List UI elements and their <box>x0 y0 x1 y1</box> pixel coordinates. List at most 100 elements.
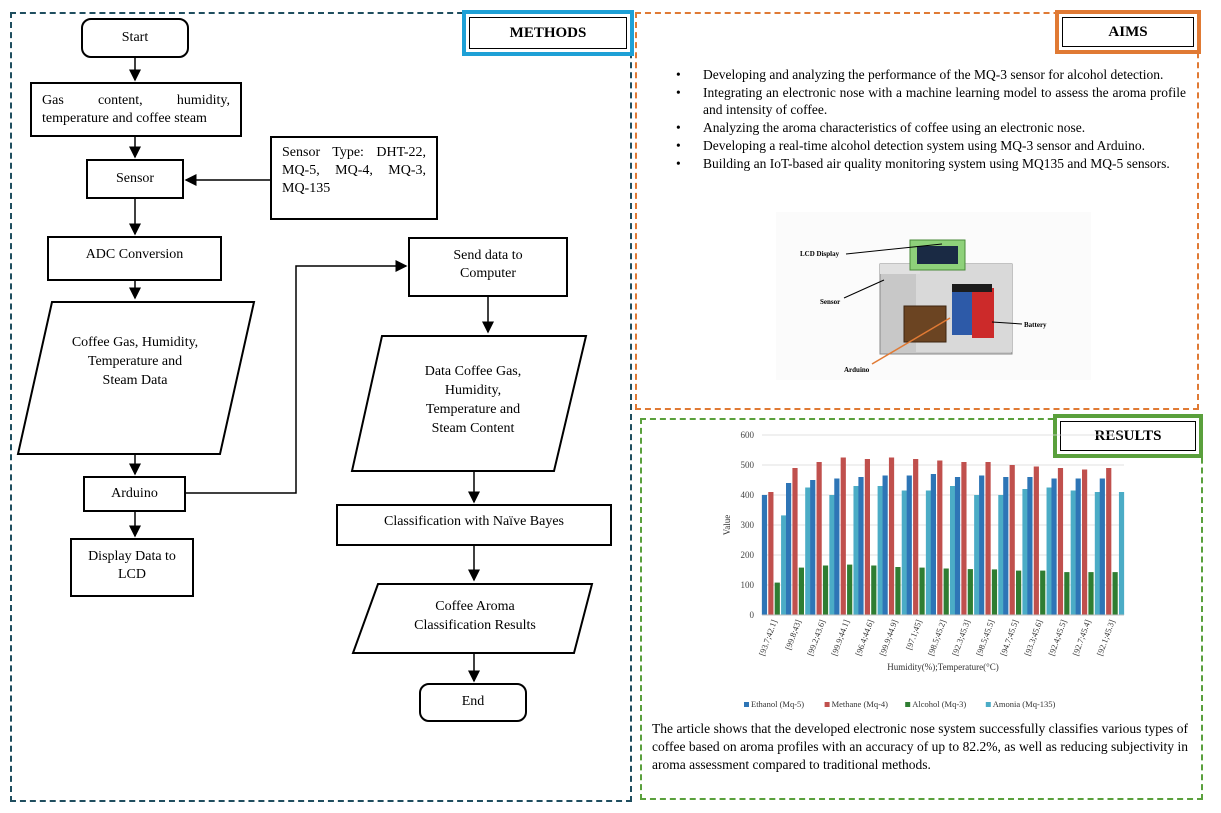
bar <box>895 567 901 615</box>
bar <box>888 457 895 615</box>
y-tick-label: 300 <box>741 520 755 530</box>
legend-swatch <box>744 702 749 707</box>
sensor-node: Sensor <box>86 159 184 199</box>
x-tick-label: [99.9;44.9] <box>877 618 899 657</box>
bar <box>1016 570 1022 615</box>
bar <box>1027 477 1033 615</box>
x-tick-label: [93.3;45.6] <box>1022 618 1044 657</box>
bar <box>906 475 912 615</box>
bar <box>1082 469 1088 615</box>
x-tick-label: [99.9;44.1] <box>829 618 851 657</box>
device-illustration: LCD Display Sensor Battery Arduino <box>776 212 1091 380</box>
results-panel <box>640 418 1203 800</box>
aims-panel <box>635 12 1199 410</box>
x-tick-label: [92.7;45.4] <box>1070 618 1092 657</box>
classification-node: Classification with Naïve Bayes <box>336 504 612 546</box>
send-node: Send data to Computer <box>408 237 568 297</box>
bar <box>961 462 967 615</box>
bar <box>1099 478 1105 615</box>
bar <box>991 569 998 615</box>
bar <box>1118 492 1125 615</box>
bar <box>1088 572 1094 615</box>
coffee-data-label: Coffee Gas, Humidity, Temperature and St… <box>71 335 199 388</box>
bar <box>974 495 980 615</box>
bar <box>834 478 840 615</box>
bar <box>840 457 846 615</box>
bar <box>853 486 859 615</box>
bar <box>1112 572 1118 615</box>
y-tick-label: 500 <box>741 460 755 470</box>
x-tick-label: [92.4;45.5] <box>1046 618 1068 657</box>
bar <box>950 486 956 615</box>
aims-item: Analyzing the aroma characteristics of c… <box>676 119 1186 136</box>
bar <box>901 490 907 615</box>
bar <box>877 486 883 615</box>
y-tick-label: 0 <box>750 610 755 620</box>
bar <box>1046 487 1052 615</box>
bar <box>822 565 829 615</box>
results-text: The article shows that the developed ele… <box>652 721 1188 772</box>
bar <box>913 459 919 615</box>
aims-list: Developing and analyzing the performance… <box>676 66 1186 173</box>
bar <box>847 564 853 615</box>
x-tick-label: [97.1;45] <box>904 618 924 651</box>
bar <box>1094 492 1100 615</box>
sensor-type-box: Sensor Type: DHT-22, MQ-5, MQ-4, MQ-3, M… <box>270 136 438 220</box>
coffee-data2-label: Data Coffee Gas, Humidity, Temperature a… <box>424 364 522 436</box>
bar <box>1070 490 1076 615</box>
result-label: Coffee Aroma Classification Results <box>414 599 536 633</box>
bar <box>1003 477 1009 615</box>
bar <box>1106 468 1112 615</box>
coffee-data2-shape <box>350 335 588 472</box>
aims-title: AIMS <box>1055 10 1201 54</box>
results-chart: 0100200300400500600Value[93.7;42.1][99.8… <box>722 430 1125 709</box>
display-node: Display Data to LCD <box>70 538 194 597</box>
aims-item: Integrating an electronic nose with a ma… <box>676 84 1186 118</box>
bar <box>930 474 936 615</box>
bar <box>781 515 787 615</box>
results-title: RESULTS <box>1053 414 1203 458</box>
bar <box>998 495 1004 615</box>
bar <box>786 483 792 615</box>
x-tick-label: [92.3;45.3] <box>950 618 972 657</box>
legend-label: Ethanol (Mq-5) <box>751 699 804 709</box>
sensor-label: Sensor <box>820 298 840 306</box>
x-tick-label: [94.7;45.5] <box>998 618 1020 657</box>
legend-label: Alcohol (Mq-3) <box>912 699 966 709</box>
aims-item: Building an IoT-based air quality monito… <box>676 155 1186 172</box>
bar <box>882 475 888 615</box>
coffee-data-shape <box>16 301 256 455</box>
legend-label: Methane (Mq-4) <box>832 699 889 709</box>
bar <box>798 567 804 615</box>
x-tick-label: [98.5;45.2] <box>926 618 948 657</box>
bar <box>943 568 949 615</box>
x-tick-label: [96.4;44.6] <box>853 618 875 657</box>
input-node: Gas content, humidity, temperature and c… <box>30 82 242 137</box>
bar <box>1009 465 1015 615</box>
result-shape <box>351 583 594 654</box>
bar <box>792 468 798 615</box>
methods-panel <box>10 12 632 802</box>
legend-label: Amonia (Mq-135) <box>993 699 1056 709</box>
arduino-node: Arduino <box>83 476 186 512</box>
adc-node: ADC Conversion <box>47 236 222 281</box>
bar <box>805 487 811 615</box>
start-node: Start <box>81 18 189 58</box>
x-tick-label: [98.5;45.5] <box>974 618 996 657</box>
y-tick-label: 600 <box>741 430 755 440</box>
aims-item: Developing and analyzing the performance… <box>676 66 1186 83</box>
bar <box>1040 570 1046 615</box>
methods-title: METHODS <box>462 10 634 56</box>
legend-swatch <box>985 702 991 707</box>
battery-label: Battery <box>1024 321 1047 329</box>
bar <box>1057 468 1064 615</box>
x-tick-label: [99.2;43.6] <box>805 618 827 657</box>
bar <box>858 477 864 615</box>
x-tick-label: [93.7;42.1] <box>757 618 779 657</box>
bar <box>871 565 877 615</box>
lcd-label: LCD Display <box>800 250 840 258</box>
y-tick-label: 200 <box>741 550 755 560</box>
bar <box>810 480 816 615</box>
bar <box>816 462 822 615</box>
bar <box>954 477 961 615</box>
